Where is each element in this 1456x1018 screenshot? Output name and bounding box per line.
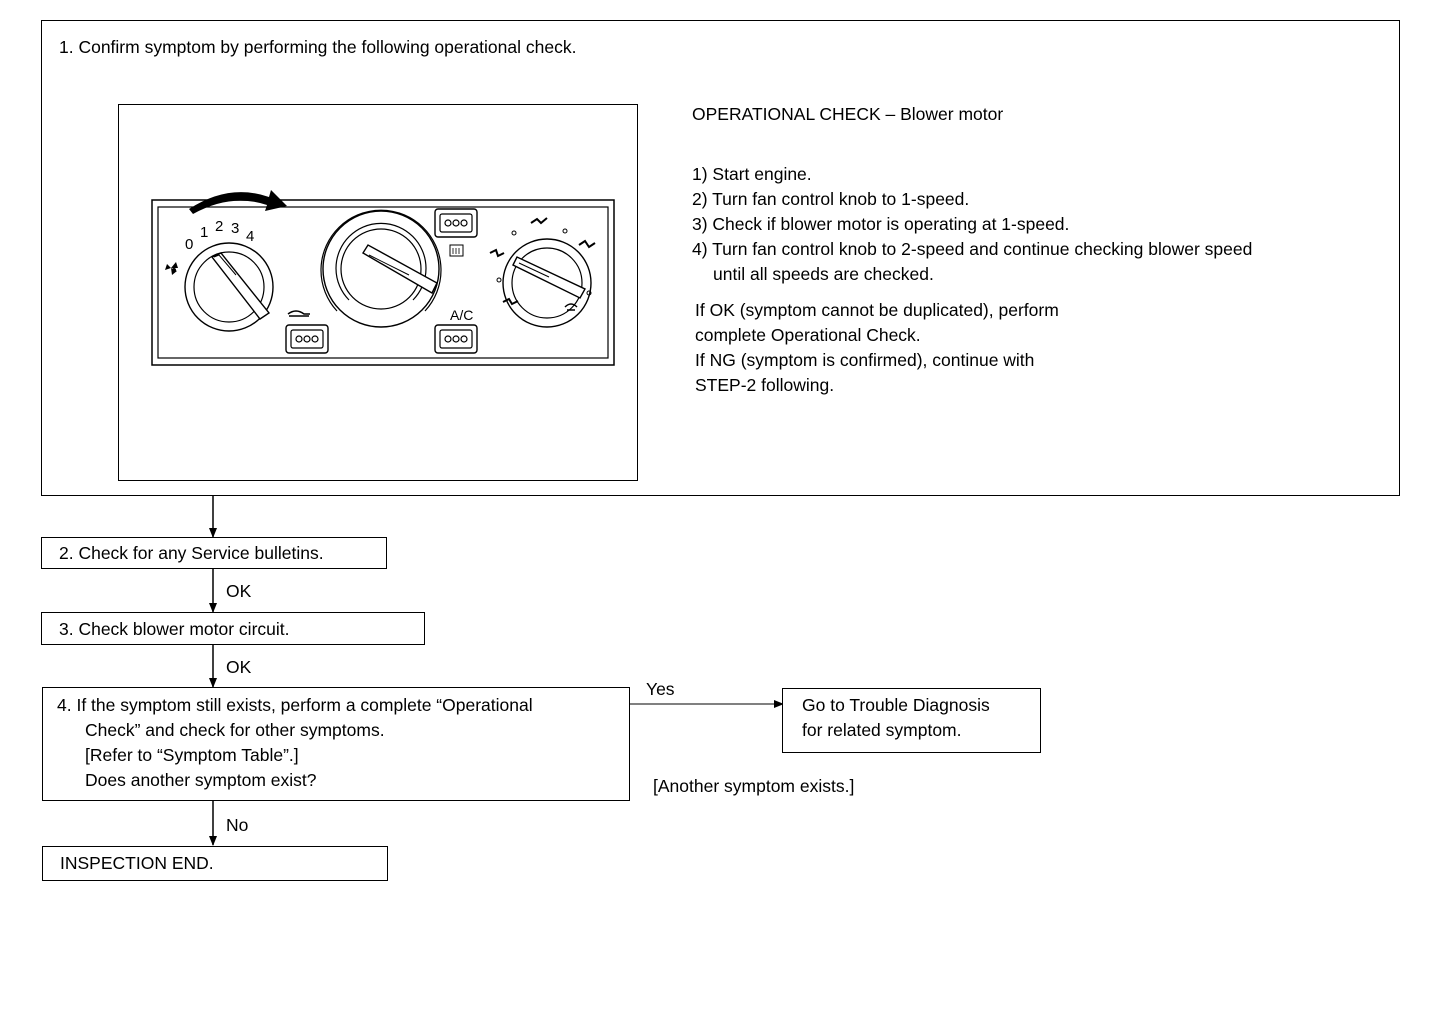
step4-line-4: Does another symptom exist?: [85, 770, 317, 790]
fan-number-3: 3: [231, 220, 239, 237]
step4-box: 4. If the symptom still exists, perform …: [42, 687, 630, 801]
result-line-1: If OK (symptom cannot be duplicated), pe…: [695, 300, 1059, 320]
inspection-end-box: INSPECTION END.: [42, 846, 388, 881]
step1-label: 1. Confirm symptom by performing the fol…: [59, 37, 577, 57]
intake-button: [285, 324, 329, 354]
vent-face-icon: [530, 217, 548, 225]
rotate-arrow-icon: [189, 190, 287, 214]
fan-speed-knob: 0 1 2 3 4: [165, 218, 274, 332]
step4-line-1: 4. If the symptom still exists, perform …: [57, 695, 533, 715]
result-line-2: complete Operational Check.: [695, 325, 921, 345]
step4-line-3: [Refer to “Symptom Table”.]: [85, 745, 299, 765]
another-symptom-label: [Another symptom exists.]: [653, 776, 855, 796]
yes-label: Yes: [646, 679, 675, 699]
step2-box: 2. Check for any Service bulletins.: [41, 537, 387, 569]
ac-label: A/C: [450, 307, 473, 323]
ac-button: [434, 324, 478, 354]
result-line-4: STEP-2 following.: [695, 375, 835, 395]
step1-box: 1. Confirm symptom by performing the fol…: [41, 20, 1400, 496]
result-instructions: If OK (symptom cannot be duplicated), pe…: [695, 298, 1059, 398]
step-1-item: 1) Start engine.: [692, 164, 812, 184]
control-panel-illustration: 0 1 2 3 4: [118, 104, 638, 481]
step2-label: 2. Check for any Service bulletins.: [59, 543, 324, 563]
operational-steps: 1) Start engine. 2) Turn fan control kno…: [692, 162, 1252, 287]
goto-line-2: for related symptom.: [802, 720, 962, 740]
goto-line-1: Go to Trouble Diagnosis: [802, 695, 990, 715]
step-4-continued: until all speeds are checked.: [713, 264, 934, 284]
step-2-item: 2) Turn fan control knob to 1-speed.: [692, 189, 970, 209]
fan-number-4: 4: [246, 228, 254, 245]
fan-icon: [165, 262, 178, 275]
heater-control-panel: 0 1 2 3 4: [151, 190, 615, 366]
inspection-end-label: INSPECTION END.: [60, 853, 214, 873]
goto-box: Go to Trouble Diagnosis for related symp…: [782, 688, 1041, 753]
fan-number-1: 1: [200, 224, 208, 241]
ok-label-1: OK: [226, 581, 252, 601]
intake-icon: [287, 310, 310, 317]
ok-label-2: OK: [226, 657, 252, 677]
step4-line-2: Check” and check for other symptoms.: [85, 720, 385, 740]
fan-number-0: 0: [185, 236, 193, 253]
operational-check-title: OPERATIONAL CHECK – Blower motor: [692, 104, 1004, 124]
fan-number-2: 2: [215, 218, 223, 235]
mode-knob: [489, 217, 596, 328]
rear-defrost-icon: [449, 244, 464, 257]
step3-box: 3. Check blower motor circuit.: [41, 612, 425, 645]
result-line-3: If NG (symptom is confirmed), continue w…: [695, 350, 1035, 370]
recirc-button: [434, 208, 478, 238]
step3-label: 3. Check blower motor circuit.: [59, 619, 290, 639]
no-label: No: [226, 815, 249, 835]
defrost-icon: [564, 303, 578, 311]
vent-defrost-foot-icon: [502, 297, 519, 306]
vent-bilevel-icon: [578, 239, 596, 249]
temperature-knob: [320, 209, 442, 328]
step-3-item: 3) Check if blower motor is operating at…: [692, 214, 1070, 234]
vent-foot-icon: [489, 248, 505, 258]
step-4-item: 4) Turn fan control knob to 2-speed and …: [692, 239, 1253, 259]
